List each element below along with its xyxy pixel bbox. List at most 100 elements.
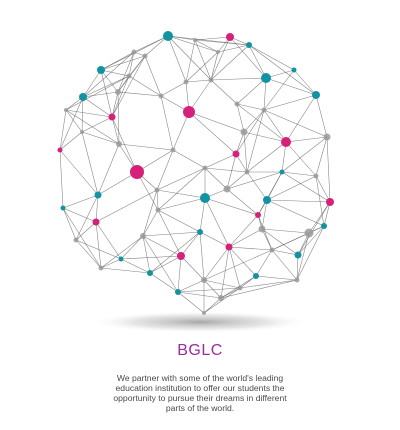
network-node <box>304 228 314 238</box>
network-node <box>60 205 66 211</box>
network-link <box>194 39 219 53</box>
network-node <box>108 113 116 121</box>
network-link <box>62 194 99 209</box>
network-link <box>297 225 325 256</box>
network-node <box>92 218 100 226</box>
brand-title: BGLC <box>177 342 223 359</box>
network-link <box>82 51 135 98</box>
network-link <box>59 149 99 196</box>
network-node <box>263 196 271 204</box>
network-node <box>258 225 266 233</box>
network-node <box>131 49 137 55</box>
network-link <box>261 228 273 251</box>
network-link <box>117 51 135 93</box>
globe-shadow <box>88 311 312 333</box>
network-link <box>59 96 84 151</box>
network-link <box>100 235 144 269</box>
network-link <box>261 228 310 234</box>
network-link <box>271 249 298 281</box>
network-node <box>208 77 214 83</box>
network-link <box>142 189 158 237</box>
network-node <box>225 243 233 251</box>
network-node <box>279 169 285 175</box>
network-node <box>321 223 327 229</box>
network-link <box>263 77 267 111</box>
network-link <box>285 94 317 143</box>
network-node <box>269 247 275 253</box>
network-link <box>243 131 248 173</box>
network-link <box>199 197 206 233</box>
network-link <box>315 136 328 177</box>
network-link <box>326 136 331 203</box>
network-link <box>160 95 174 151</box>
network-globe-icon <box>57 31 334 333</box>
network-link <box>188 79 212 113</box>
network-link <box>248 44 267 79</box>
network-link <box>255 275 298 281</box>
network-link <box>117 91 120 145</box>
network-link <box>235 153 248 173</box>
network-link <box>82 69 102 98</box>
network-link <box>204 167 248 173</box>
network-node <box>202 311 206 315</box>
network-link <box>149 231 201 274</box>
network-link <box>217 44 250 53</box>
network-link <box>226 188 259 216</box>
network-link <box>293 69 317 96</box>
network-link <box>204 197 259 216</box>
network-link <box>95 221 122 260</box>
network-link <box>188 111 245 133</box>
network-link <box>95 189 158 223</box>
network-link <box>263 69 295 111</box>
network-link <box>210 79 238 105</box>
network-link <box>117 55 146 93</box>
network-link <box>81 131 99 196</box>
network-link <box>111 116 120 145</box>
network-link <box>100 55 146 71</box>
network-node <box>218 295 224 301</box>
network-link <box>185 39 196 83</box>
network-link <box>128 51 135 77</box>
network-link <box>246 171 268 201</box>
network-link <box>81 96 84 133</box>
network-link <box>204 167 228 190</box>
network-node <box>80 130 84 134</box>
network-node <box>291 67 297 73</box>
network-link <box>265 77 317 96</box>
network-link <box>199 231 230 248</box>
network-link <box>177 279 205 293</box>
network-node <box>147 270 153 276</box>
network-link <box>236 103 287 143</box>
network-node <box>232 150 240 158</box>
network-node <box>130 165 144 179</box>
network-node <box>201 277 207 283</box>
network-link <box>248 44 317 96</box>
network-link <box>111 55 146 118</box>
network-link <box>266 199 325 227</box>
network-link <box>65 109 83 133</box>
network-node <box>240 128 248 136</box>
network-link <box>236 77 267 105</box>
network-node <box>197 229 203 235</box>
network-link <box>157 209 182 257</box>
network-link <box>281 171 317 177</box>
network-link <box>228 214 259 248</box>
network-link <box>111 75 130 118</box>
network-node <box>155 207 161 213</box>
network-node <box>261 107 267 113</box>
network-link <box>100 69 130 77</box>
network-link <box>142 235 182 257</box>
network-link <box>111 91 119 118</box>
network-link <box>281 136 328 173</box>
network-link <box>281 141 287 173</box>
network-node <box>57 147 63 153</box>
network-link <box>160 81 187 97</box>
network-link <box>62 207 97 223</box>
network-link <box>263 109 287 143</box>
network-link <box>97 171 138 196</box>
network-link <box>82 91 119 98</box>
network-link <box>257 214 273 251</box>
network-link <box>156 167 206 191</box>
network-link <box>180 255 205 281</box>
network-node <box>116 141 122 147</box>
